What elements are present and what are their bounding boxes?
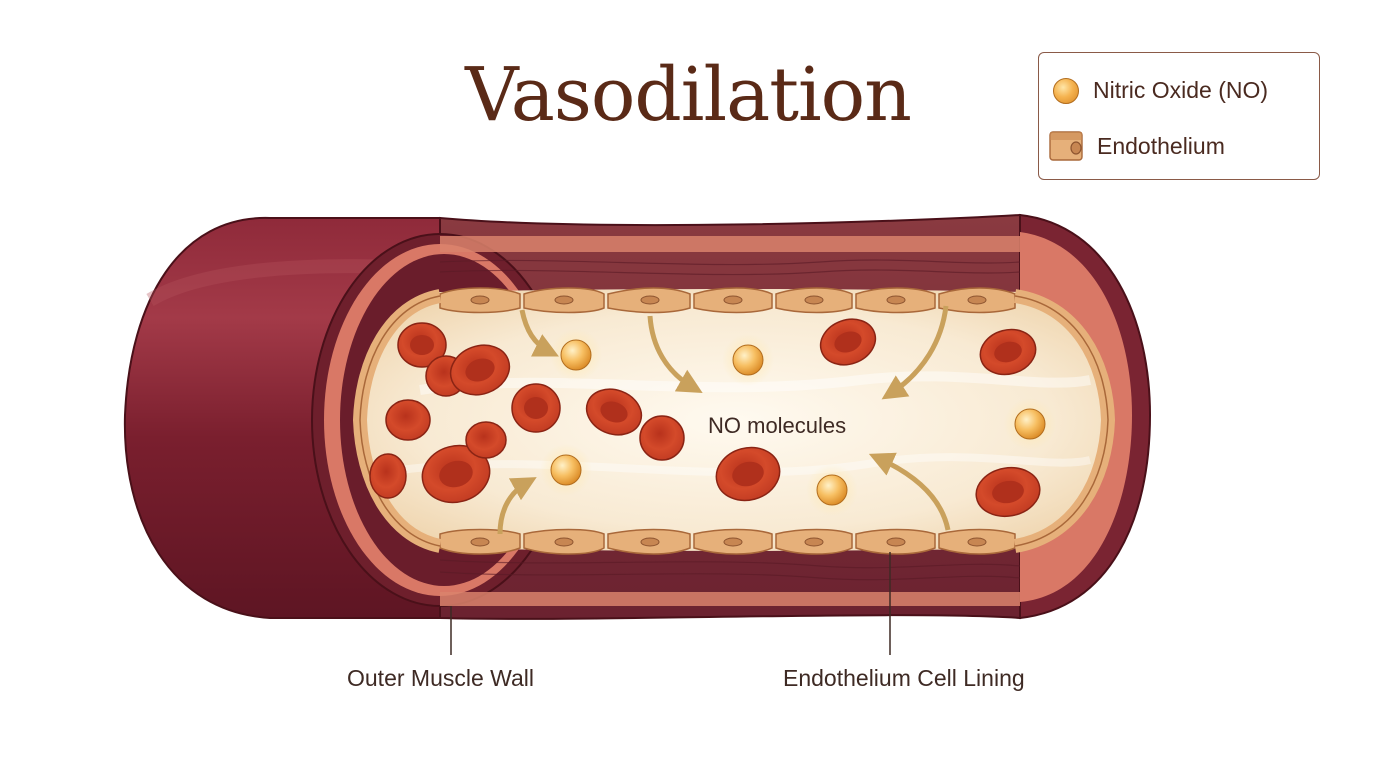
endothelium-cell-lining [352, 287, 1116, 555]
nitric-oxide-molecules [540, 329, 1056, 516]
red-blood-cell [369, 453, 407, 499]
red-blood-cells [369, 318, 1041, 518]
diffusion-arrow [647, 315, 703, 393]
nitric-oxide-molecule-icon [1053, 77, 1079, 104]
red-blood-cell [397, 322, 447, 368]
legend-item-nitric-oxide: Nitric Oxide (NO) [1053, 77, 1268, 104]
red-blood-cell [511, 383, 561, 433]
diagram-title: Vasodilation [465, 52, 912, 138]
nitric-oxide-molecule-icon [722, 334, 774, 386]
red-blood-cell [715, 446, 781, 502]
red-blood-cell [639, 415, 685, 461]
outer-muscle-wall-label: Outer Muscle Wall [347, 665, 535, 691]
red-blood-cell [819, 318, 877, 366]
nitric-oxide-molecule-icon [806, 464, 858, 516]
legend-item-endothelium: Endothelium [1049, 129, 1225, 163]
no-molecules-label: NO molecules [708, 413, 847, 438]
endothelium-cell-lining-label: Endothelium Cell Lining [783, 665, 1025, 691]
red-blood-cell [979, 328, 1037, 376]
nitric-oxide-molecule-icon [550, 329, 602, 381]
diffusion-arrow [519, 309, 559, 357]
legend-label: Endothelium [1097, 132, 1225, 159]
red-blood-cell [585, 388, 643, 436]
diffusion-arrow [497, 477, 537, 535]
nitric-oxide-molecule-icon [540, 444, 592, 496]
red-blood-cell [449, 344, 511, 396]
legend-label: Nitric Oxide (NO) [1093, 77, 1269, 103]
diffusion-arrow [881, 305, 949, 400]
diffusion-arrow [868, 452, 951, 531]
red-blood-cell [385, 399, 431, 441]
nitric-oxide-molecule-icon [1004, 398, 1056, 450]
diffusion-arrows [497, 305, 951, 535]
legend: Nitric Oxide (NO) Endothelium [1038, 52, 1320, 180]
red-blood-cell [975, 466, 1041, 518]
red-blood-cell [465, 421, 507, 459]
red-blood-cell [421, 444, 491, 504]
endothelium-cell-icon [1049, 131, 1083, 161]
